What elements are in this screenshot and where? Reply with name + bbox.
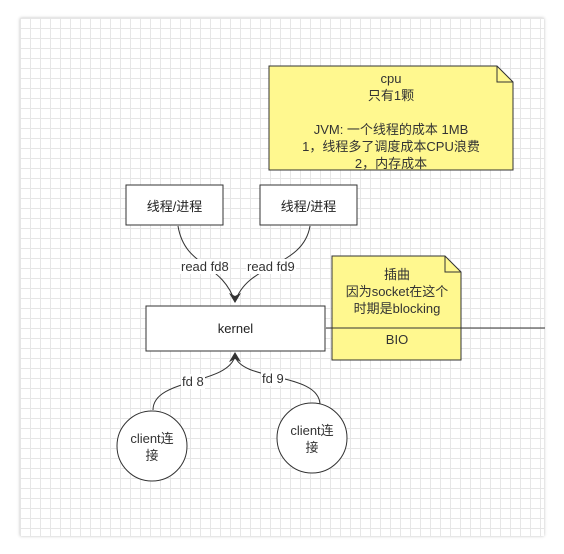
client-right-line1: client连 xyxy=(290,423,334,438)
blocking-note-line1: 插曲 xyxy=(383,267,410,282)
blocking-note-fold xyxy=(444,256,461,273)
thread-box-left: 线程/进程 xyxy=(126,185,223,225)
blocking-note-line2: 因为socket在这个 xyxy=(345,284,449,299)
client-circle-right xyxy=(276,402,348,474)
cpu-note-fold xyxy=(496,66,513,83)
thread-box-left-shape xyxy=(125,184,224,226)
cpu-note-line2: JVM: 一个线程的成本 1MB xyxy=(313,122,469,137)
kernel-box: kernel xyxy=(146,306,325,351)
blocking-note-shape xyxy=(331,255,462,361)
cpu-note: cpu 只有1颗 JVM: 一个线程的成本 1MB 1，线程多了调度成本CPU浪… xyxy=(269,70,513,172)
arrowhead-down xyxy=(229,293,241,303)
cpu-note-shape xyxy=(268,65,514,171)
client-left: client连 接 xyxy=(117,430,187,464)
client-circle-left xyxy=(116,410,188,482)
cpu-note-title: cpu xyxy=(380,71,402,86)
client-right: client连 接 xyxy=(277,422,347,456)
client-right-line2: 接 xyxy=(305,440,319,455)
cpu-note-line3: 1，线程多了调度成本CPU浪费 xyxy=(302,139,480,154)
thread-box-right: 线程/进程 xyxy=(260,185,357,225)
kernel-box-shape xyxy=(145,305,326,352)
thread-box-right-label: 线程/进程 xyxy=(280,198,337,214)
client-left-line2: 接 xyxy=(145,448,159,463)
kernel-box-label: kernel xyxy=(217,321,254,336)
blocking-note: 插曲 因为socket在这个 时期是blocking BIO xyxy=(332,266,462,348)
fd9-label: fd 9 xyxy=(261,371,285,386)
blocking-note-line4: BIO xyxy=(385,332,409,347)
client-left-line1: client连 xyxy=(130,431,174,446)
thread-box-left-label: 线程/进程 xyxy=(146,198,203,214)
blocking-note-line3: 时期是blocking xyxy=(353,301,441,316)
cpu-note-line1: 只有1颗 xyxy=(367,88,415,103)
thread-box-right-shape xyxy=(259,184,358,226)
read-fd9-label: read fd9 xyxy=(246,259,296,274)
fd8-label: fd 8 xyxy=(181,374,205,389)
read-fd8-label: read fd8 xyxy=(180,259,230,274)
arrowhead-up xyxy=(229,352,241,362)
cpu-note-line4: 2，内存成本 xyxy=(354,156,428,171)
